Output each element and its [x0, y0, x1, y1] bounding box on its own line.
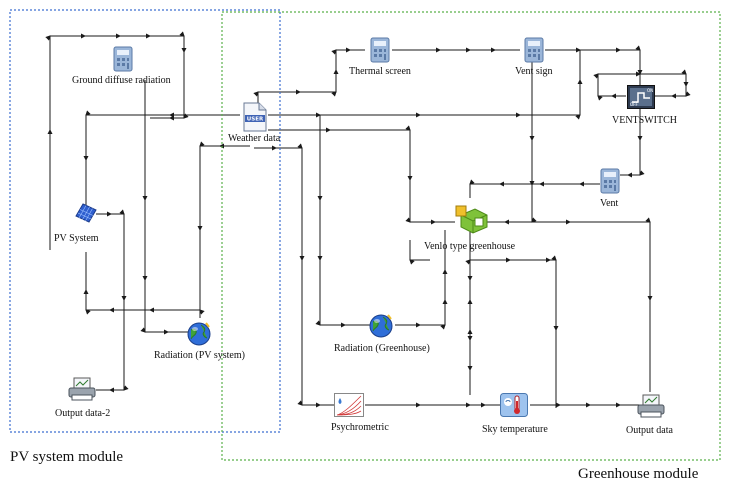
- wire-switch-loop: [593, 69, 691, 101]
- wire-weather-psych: [254, 143, 335, 408]
- thermometer-icon[interactable]: [500, 393, 528, 417]
- radiation-pv-label: Radiation (PV system): [154, 350, 245, 361]
- wire-weather-venlo: [268, 125, 455, 225]
- wire-venlo-loop: [409, 240, 430, 265]
- wire-venlo-output: [490, 217, 653, 392]
- wire-sky-feedback: [465, 255, 559, 408]
- wire-vent-gh: [469, 179, 600, 198]
- printer-icon[interactable]: [637, 394, 665, 418]
- pv-system-label: PV System: [54, 233, 99, 244]
- sky-temperature-label: Sky temperature: [482, 424, 548, 435]
- greenhouse-block-icon[interactable]: [455, 205, 489, 235]
- psychrometric-chart-icon[interactable]: [334, 393, 364, 417]
- wire-ventsign-down: [480, 62, 537, 225]
- printer-icon[interactable]: [68, 377, 96, 401]
- weather-badge-text: USER: [247, 117, 264, 123]
- pv-module-border: [9, 9, 281, 433]
- psychrometric-label: Psychrometric: [331, 422, 389, 433]
- pv-module-title: PV system module: [10, 449, 124, 465]
- wire-weather-thermal: [253, 47, 365, 104]
- radiation-gh-label: Radiation (Greenhouse): [334, 343, 430, 354]
- wire-weather-radgh: [315, 115, 370, 328]
- calculator-icon[interactable]: [370, 37, 390, 63]
- globe-icon[interactable]: [368, 313, 394, 339]
- wire-weather-pv: [83, 110, 240, 205]
- greenhouse-module-border: [221, 11, 721, 461]
- calculator-icon[interactable]: [113, 46, 133, 72]
- venlo-label: Venlo type greenhouse: [424, 241, 516, 252]
- output-data-label: Output data: [626, 425, 673, 436]
- wire-ground-loop: [45, 31, 189, 250]
- calculator-icon[interactable]: [600, 168, 620, 194]
- thermal-screen-label: Thermal screen: [349, 66, 411, 77]
- switch-off-text: OFF: [630, 102, 638, 107]
- ground-diffuse-label: Ground diffuse radiation: [72, 75, 171, 86]
- globe-icon[interactable]: [186, 321, 212, 347]
- greenhouse-module-title: Greenhouse module: [578, 466, 699, 482]
- wire-pv-output2: [96, 209, 129, 393]
- wire-ventsign-switch: [545, 45, 643, 88]
- wire-switch-vent: [620, 108, 645, 178]
- vent-sign-label: Vent sign: [515, 66, 553, 77]
- weather-data-label: Weather data: [228, 133, 281, 144]
- weather-file-icon[interactable]: USER: [243, 102, 267, 132]
- wire-radpv-pv: [83, 252, 205, 318]
- output-data-2-label: Output data-2: [55, 408, 111, 419]
- solar-panel-icon[interactable]: [75, 203, 97, 223]
- switch-icon[interactable]: ON OFF: [627, 85, 655, 109]
- vent-label: Vent: [600, 198, 619, 209]
- wire-weather-radpv: [197, 141, 250, 310]
- calculator-icon[interactable]: [524, 37, 544, 63]
- switch-on-text: ON: [647, 88, 653, 93]
- ventswitch-label: VENTSWITCH: [612, 115, 677, 126]
- wire-radgh-venlo: [395, 230, 448, 330]
